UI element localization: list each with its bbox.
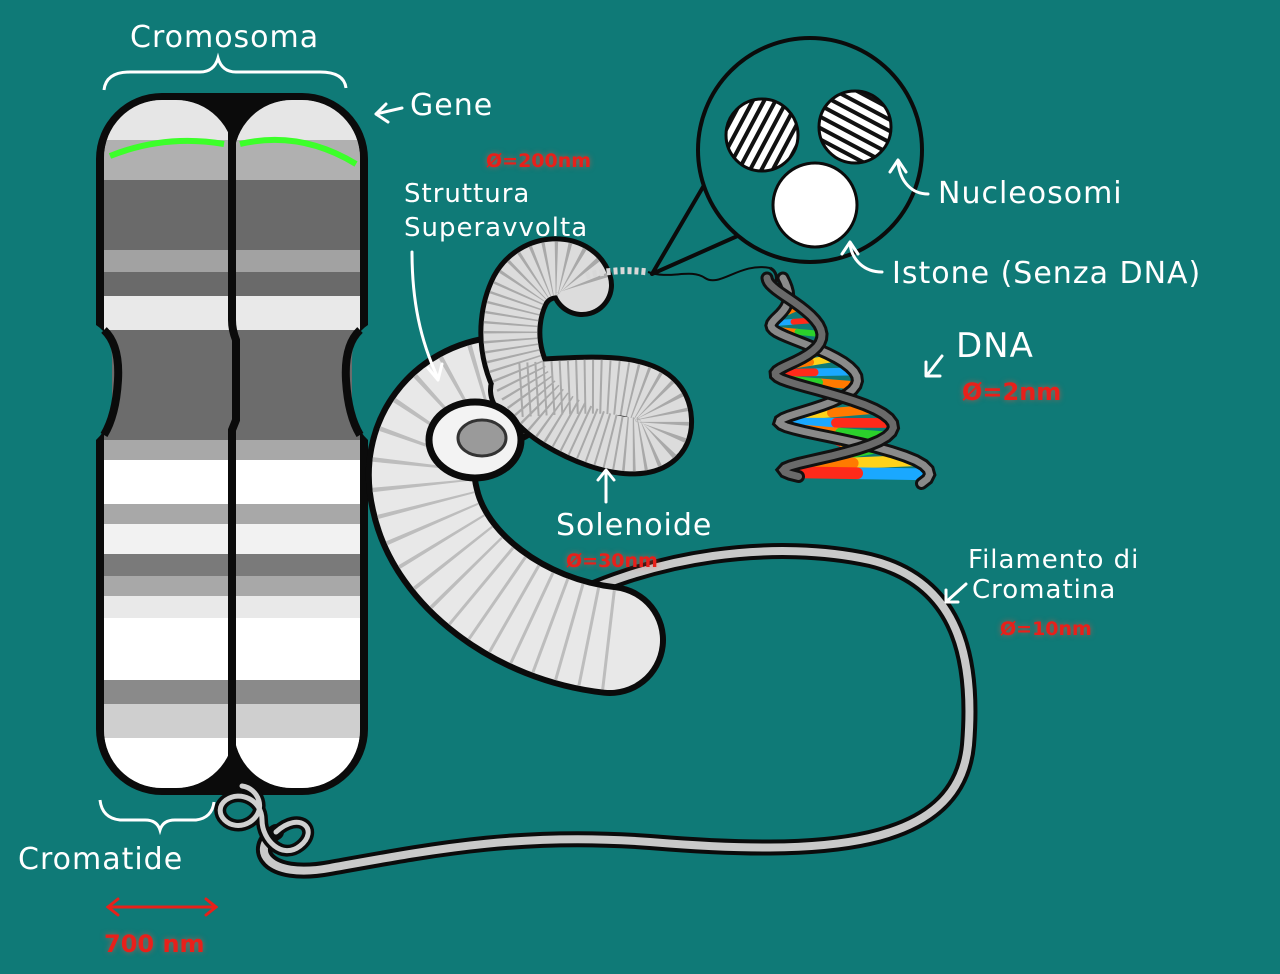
dna-label: DNA — [956, 326, 1034, 366]
nucleosome-1 — [726, 99, 798, 171]
cromatide-width: 700 nm — [104, 930, 205, 958]
struttura-label-line1: Struttura — [404, 180, 530, 208]
filamento-label-line2: Cromatina — [972, 576, 1116, 604]
dna-helix — [767, 268, 930, 484]
gene-arrow — [376, 104, 402, 122]
cromatide-brace — [100, 800, 214, 830]
dna-base-pair — [857, 473, 929, 474]
filamento-diameter: Ø=10nm — [1000, 618, 1092, 640]
cromatide-label: Cromatide — [18, 842, 183, 877]
struttura-diameter: Ø=200nm — [486, 150, 591, 172]
nucleosomi-label: Nucleosomi — [938, 176, 1123, 211]
nucleosome-bubble — [652, 38, 922, 274]
dna-arrow — [926, 356, 942, 376]
cromosoma-label: Cromosoma — [130, 20, 319, 55]
chromosome — [96, 93, 370, 800]
chromatid-right — [230, 100, 370, 800]
solenoide-label: Solenoide — [556, 508, 712, 543]
gene-label: Gene — [410, 88, 493, 123]
filamento-label-line1: Filamento di — [968, 546, 1139, 574]
histone — [773, 163, 857, 247]
nucleosome-2 — [819, 91, 891, 163]
solenoide-arrow — [598, 470, 614, 502]
solenoid-coil — [422, 267, 770, 640]
chromatid-left — [100, 100, 240, 800]
struttura-label-line2: Superavvolta — [404, 214, 588, 242]
filamento-arrow — [946, 584, 966, 602]
cromatide-width-arrow — [108, 899, 216, 915]
solenoide-diameter: Ø=30nm — [566, 550, 658, 572]
cromosoma-brace — [104, 58, 346, 90]
istone-label: Istone (Senza DNA) — [892, 256, 1201, 291]
dna-diameter: Ø=2nm — [962, 378, 1061, 406]
